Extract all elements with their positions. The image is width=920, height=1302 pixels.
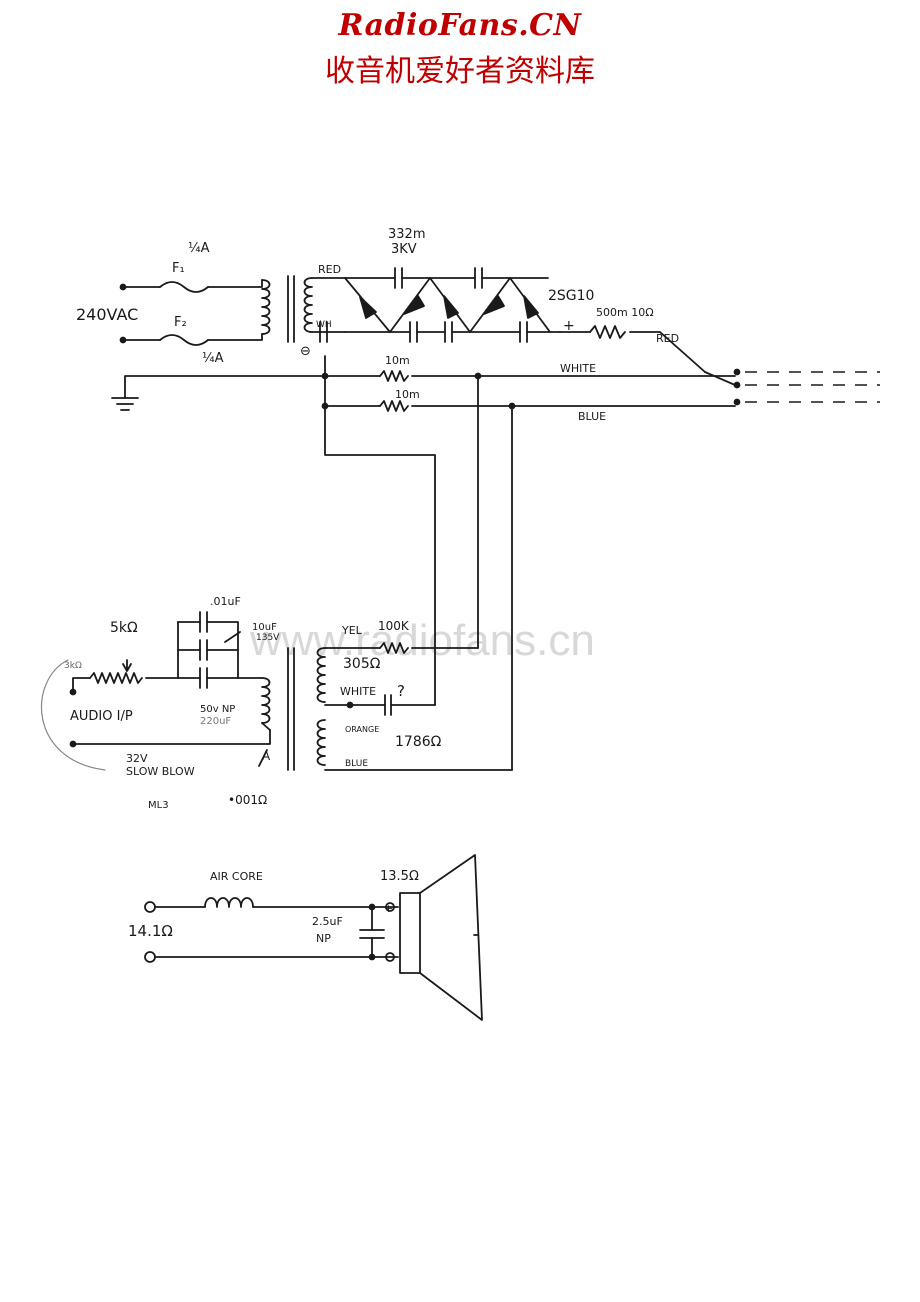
mains-input xyxy=(119,275,346,346)
res-blue-value: 10m xyxy=(395,388,420,401)
res-white-value: 10m xyxy=(385,354,410,367)
mains-label: 240VAC xyxy=(76,305,138,324)
winding1-res: 305Ω xyxy=(343,656,381,672)
np-cap-value: 220uF xyxy=(200,716,231,727)
arrow-label: A xyxy=(262,749,271,763)
fuse1-rating: ¼A xyxy=(188,241,210,256)
input-potentiometer xyxy=(89,672,143,684)
blue-tap-label: BLUE xyxy=(345,759,368,769)
brand-title: RadioFans.CN xyxy=(338,8,582,43)
coil-label: AIR CORE xyxy=(210,870,263,883)
air-core-inductor xyxy=(204,897,254,908)
blue-label: BLUE xyxy=(578,410,606,423)
output-transformer-primary xyxy=(261,677,271,724)
spk-res: 13.5Ω xyxy=(380,869,419,884)
white-label: WHITE xyxy=(560,362,596,375)
orange-label: ORANGE xyxy=(345,725,379,734)
white-tap-label: WHITE xyxy=(340,685,376,698)
wh-tap-label: WH xyxy=(316,320,332,330)
ground-rails xyxy=(111,355,736,771)
cap-value-label: 332m xyxy=(388,227,425,242)
spk-plus: + xyxy=(384,902,393,915)
red-tap-label: RED xyxy=(318,263,341,276)
transformer-secondary xyxy=(303,277,313,333)
resistor-white xyxy=(379,370,409,382)
cap-hv-voltage: 135V xyxy=(256,633,280,643)
brand-subtitle: 收音机爱好者资料库 xyxy=(325,54,595,89)
cap-type: NP xyxy=(316,932,331,945)
fuse-label: 32V xyxy=(126,752,148,765)
hv-output xyxy=(559,325,741,406)
fuse1-label: F₁ xyxy=(172,261,185,276)
resistor-blue xyxy=(379,400,409,412)
input-note: 3kΩ xyxy=(64,661,82,671)
audio-label: AUDIO I/P xyxy=(70,709,133,724)
fuse-type: SLOW BLOW xyxy=(126,765,195,778)
fuse-f2-symbol xyxy=(159,334,209,346)
cap-voltage-label: 3KV xyxy=(391,242,417,257)
winding2-res: 1786Ω xyxy=(395,734,442,750)
core-note: •001Ω xyxy=(228,793,267,807)
cap-hv-label: 10uF xyxy=(252,622,277,633)
output-transformer-secondary xyxy=(316,642,513,771)
hv-resistor xyxy=(589,325,626,339)
watermark: www.radiofans.cn xyxy=(249,616,595,665)
output-leads xyxy=(745,371,880,403)
minus-symbol: ⊖ xyxy=(300,344,311,359)
fuse2-rating: ¼A xyxy=(202,351,224,366)
voltage-multiplier xyxy=(319,267,561,343)
cap-top-label: .01uF xyxy=(210,595,241,608)
speaker-crossover xyxy=(144,897,399,963)
coil-res: 14.1Ω xyxy=(128,922,173,940)
speaker-symbol xyxy=(385,854,483,1021)
pot-label: 5kΩ xyxy=(110,620,138,636)
yel-label: YEL xyxy=(341,624,363,637)
cap-value: 2.5uF xyxy=(312,915,343,928)
res-100k-label: 100K xyxy=(378,619,410,633)
plus-symbol: + xyxy=(563,318,575,334)
xfmr-ref: ML3 xyxy=(148,800,169,811)
diode-label: 2SG10 xyxy=(548,288,594,304)
transformer-primary xyxy=(261,279,271,335)
red-out-label: RED xyxy=(656,332,679,345)
fuse2-label: F₂ xyxy=(174,315,187,330)
audio-input xyxy=(40,611,295,771)
hv-resistor-label: 500m 10Ω xyxy=(596,306,654,319)
q-mark: ? xyxy=(397,682,405,700)
fuse-f1-symbol xyxy=(159,281,209,293)
np-cap-label: 50v NP xyxy=(200,704,235,715)
